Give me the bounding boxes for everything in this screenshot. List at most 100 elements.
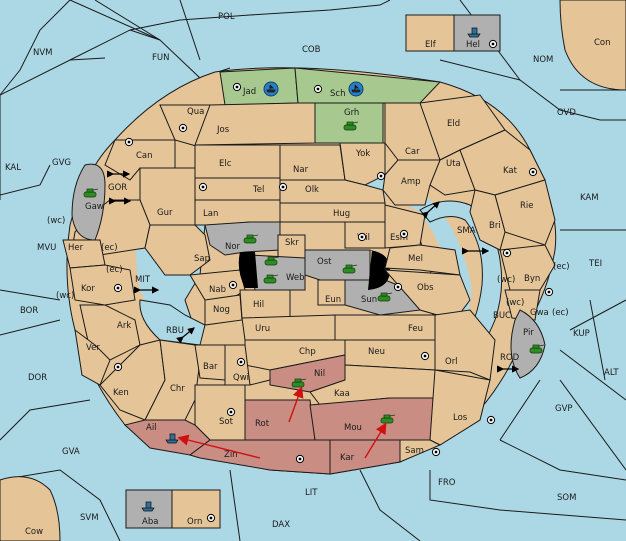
label-hel: Hel <box>466 40 480 50</box>
label-neu: Neu <box>368 347 385 357</box>
label-ail: Ail <box>146 423 157 433</box>
supply-center-yok <box>376 171 386 181</box>
label-ver: Ver <box>86 343 100 353</box>
label-jad: Jad <box>242 87 256 97</box>
unit-army-sun[interactable] <box>377 292 393 302</box>
label-lit: LIT <box>305 488 318 498</box>
province-gwa[interactable] <box>504 289 541 321</box>
unit-fleet-hel[interactable] <box>467 27 481 38</box>
supply-center-olk <box>278 182 288 192</box>
label-ec-her: (ec) <box>101 243 118 253</box>
label-pir: Pir <box>523 328 534 338</box>
label-byn: Byn <box>524 274 540 284</box>
label-amp: Amp <box>401 177 421 187</box>
supply-center-sot <box>226 407 236 417</box>
province-con[interactable] <box>559 0 626 91</box>
label-dax: DAX <box>272 520 290 530</box>
label-dor: DOR <box>28 373 47 383</box>
supply-center-zin <box>295 454 305 464</box>
label-ark: Ark <box>117 321 131 331</box>
label-ec-kor: (ec) <box>106 265 123 275</box>
province-nor[interactable] <box>204 221 281 256</box>
province-kor[interactable] <box>69 264 136 306</box>
province-nar[interactable] <box>279 144 346 181</box>
unit-army-nor[interactable] <box>243 234 259 244</box>
province-ail[interactable] <box>123 419 211 456</box>
unit-fleet-ail[interactable] <box>165 433 179 444</box>
province-pir[interactable] <box>510 309 546 379</box>
label-obs: Obs <box>417 283 434 293</box>
label-som: SOM <box>557 493 576 503</box>
unit-fleet-jad[interactable] <box>263 81 279 97</box>
unit-army-grh[interactable] <box>343 121 359 131</box>
order-arrow-zin-ail <box>177 434 261 459</box>
label-los: Los <box>453 413 468 423</box>
label-kal: KAL <box>5 163 21 173</box>
supply-center-qwi <box>236 357 246 367</box>
unit-army-ost[interactable] <box>342 264 358 274</box>
label-rie: Rie <box>520 201 534 211</box>
strait-east <box>368 250 390 290</box>
label-kor: Kor <box>81 284 95 294</box>
province-tel[interactable] <box>194 177 281 201</box>
label-zin: Zin <box>224 450 238 460</box>
province-yok[interactable] <box>339 142 386 186</box>
label-tel: Tel <box>252 185 264 195</box>
unit-fleet-aba[interactable] <box>141 501 155 512</box>
province-cow[interactable] <box>0 476 61 541</box>
label-bar: Bar <box>203 362 218 372</box>
province-byn[interactable] <box>499 244 556 291</box>
supply-center-sam <box>431 447 441 457</box>
order-arrow-rot-nil <box>288 386 304 423</box>
province-jos[interactable] <box>194 102 316 146</box>
province-sap[interactable] <box>144 224 211 276</box>
label-sch: Sch <box>330 89 345 99</box>
label-gaw: Gaw <box>85 202 104 212</box>
province-qwi[interactable] <box>224 344 251 386</box>
province-gaw[interactable] <box>71 163 106 241</box>
province-hil[interactable] <box>239 289 291 319</box>
province-amp[interactable] <box>382 159 441 206</box>
label-lan: Lan <box>203 209 218 219</box>
label-sot: Sot <box>219 417 234 427</box>
province-ver[interactable] <box>74 328 111 386</box>
label-jos: Jos <box>216 125 230 135</box>
label-car: Car <box>405 147 420 157</box>
unit-army-web[interactable] <box>263 274 279 284</box>
supply-center-qua <box>178 123 188 133</box>
label-con: Con <box>594 38 611 48</box>
province-obs[interactable] <box>383 269 471 321</box>
order-arrow-kar-mou <box>364 422 387 459</box>
label-mou: Mou <box>344 423 362 433</box>
unit-army-mou[interactable] <box>380 414 396 424</box>
unit-army-pir[interactable] <box>529 344 545 354</box>
label-tei: TEI <box>588 259 602 269</box>
province-sam[interactable] <box>399 439 442 463</box>
province-los[interactable] <box>429 369 491 446</box>
label-mel: Mel <box>408 254 423 264</box>
label-nil: Nil <box>314 369 325 379</box>
province-sot[interactable] <box>194 384 246 441</box>
label-yok: Yok <box>355 149 370 159</box>
label-web: Web <box>286 273 305 283</box>
unit-army-skr[interactable] <box>264 256 280 266</box>
label-uta: Uta <box>446 159 461 169</box>
label-elc: Elc <box>219 159 232 169</box>
label-qua: Qua <box>187 107 204 117</box>
province-jad[interactable] <box>219 67 299 106</box>
province-elc[interactable] <box>194 144 281 179</box>
province-mou[interactable] <box>309 397 436 441</box>
supply-center-kor <box>113 283 123 293</box>
unit-fleet-sch[interactable] <box>348 81 364 97</box>
label-esm: Esm <box>390 233 408 243</box>
label-gva: GVA <box>62 447 80 457</box>
label-buc: BUC <box>493 311 511 321</box>
label-sun: Sun <box>361 295 377 305</box>
label-kat: Kat <box>503 166 518 176</box>
label-grh: Grh <box>344 108 359 118</box>
label-eun: Eun <box>325 295 341 305</box>
province-ost[interactable] <box>304 249 371 281</box>
unit-army-gaw[interactable] <box>83 188 99 198</box>
